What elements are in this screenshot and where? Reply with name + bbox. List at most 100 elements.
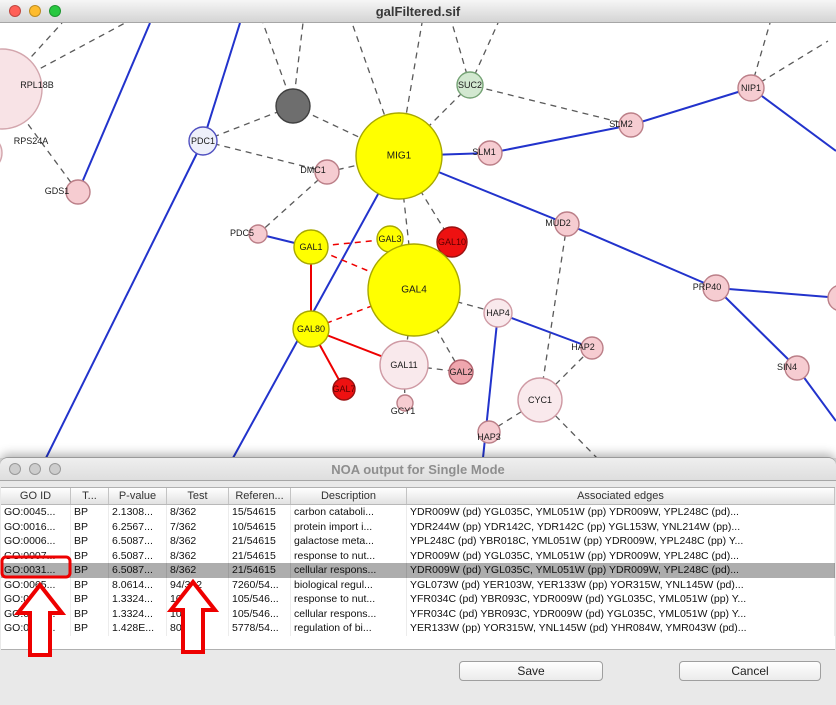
column-header[interactable]: GO ID [1, 488, 71, 504]
node-pdc5[interactable] [248, 224, 268, 244]
edge-blue [630, 87, 752, 126]
node-slm1[interactable] [477, 140, 503, 166]
cell: 7/362 [167, 519, 229, 534]
cell: 6.5087... [109, 563, 167, 578]
column-header[interactable]: Referen... [229, 488, 291, 504]
node-label-mud2: MUD2 [545, 218, 571, 228]
cell: carbon cataboli... [291, 505, 407, 520]
column-header[interactable]: Associated edges [407, 488, 835, 504]
edge-blue [45, 140, 204, 458]
cell: YDR009W (pd) YGL035C, YML051W (pp) YDR00… [407, 548, 835, 563]
cell: cellular respons... [291, 606, 407, 621]
cell: 6.5087... [109, 534, 167, 549]
edge-dash [398, 155, 453, 243]
cancel-button[interactable]: Cancel [679, 661, 821, 681]
network-canvas[interactable]: RPL18BRPS24AGDS1PDC1DMC1MIG1SUC2SLM1SLM2… [0, 23, 836, 458]
minimize-button[interactable] [29, 5, 41, 17]
node-label-gal3: GAL3 [378, 234, 401, 244]
node-gcy1[interactable] [396, 394, 414, 412]
node-gal11[interactable] [379, 340, 429, 390]
node-label-sin4: SIN4 [777, 362, 797, 372]
node-label-gds1: GDS1 [45, 186, 70, 196]
column-header[interactable]: P-value [109, 488, 167, 504]
close-button[interactable] [9, 5, 21, 17]
cell: response to nut... [291, 592, 407, 607]
column-header[interactable]: T... [71, 488, 109, 504]
cell: 10/362 [167, 606, 229, 621]
node-gal10[interactable] [436, 226, 468, 258]
cell: 94/362 [167, 577, 229, 592]
node-cyc1[interactable] [517, 377, 563, 423]
cell: 2.1308... [109, 505, 167, 520]
node-label-mig1: MIG1 [387, 151, 412, 162]
cell: YPL248C (pd) YBR018C, YML051W (pp) YDR00… [407, 534, 835, 549]
close-button[interactable] [9, 463, 21, 475]
network-titlebar[interactable]: galFiltered.sif [0, 0, 836, 23]
node-label-suc2: SUC2 [458, 80, 482, 90]
node-suc2[interactable] [456, 71, 484, 99]
cell: BP [71, 563, 109, 578]
cell: GO:0016... [1, 519, 71, 534]
node-prp40[interactable] [702, 274, 730, 302]
node-slm2[interactable] [618, 112, 644, 138]
node-label-gal7: GAL7 [332, 384, 355, 394]
cell: 8.0614... [109, 577, 167, 592]
node-gal4[interactable] [367, 243, 461, 337]
node-gal7[interactable] [332, 377, 356, 401]
node-label-slm2: SLM2 [609, 119, 633, 129]
node-rps24a[interactable] [0, 135, 3, 171]
node-dmc1[interactable] [314, 159, 340, 185]
node-label-pdc1: PDC1 [191, 136, 215, 146]
node-gds1[interactable] [65, 179, 91, 205]
cell: GO:0019... [1, 621, 71, 636]
cell: galactose meta... [291, 534, 407, 549]
cell: GO:0031... [1, 563, 71, 578]
cell: GO:0031... [1, 606, 71, 621]
node-pdc1[interactable] [188, 126, 218, 156]
node-hap4[interactable] [483, 298, 513, 328]
node-label-pdc5: PDC5 [230, 228, 254, 238]
node-hap2[interactable] [580, 336, 604, 360]
node-label-hap3: HAP3 [477, 432, 501, 442]
cell: 105/546... [229, 606, 291, 621]
node-mig1[interactable] [355, 112, 443, 200]
cell: 1.3324... [109, 606, 167, 621]
node-gal80[interactable] [292, 310, 330, 348]
node-gal1[interactable] [293, 229, 329, 265]
cell: YDR009W (pd) YGL035C, YML051W (pp) YDR00… [407, 563, 835, 578]
zoom-button[interactable] [49, 463, 61, 475]
node-label-rpl18b: RPL18B [20, 80, 54, 90]
node-hap3[interactable] [477, 420, 501, 444]
node-nip1[interactable] [737, 74, 765, 102]
cell: 1.428E... [109, 621, 167, 636]
zoom-button[interactable] [49, 5, 61, 17]
noa-titlebar[interactable]: NOA output for Single Mode [0, 458, 836, 481]
node-sin4[interactable] [784, 355, 810, 381]
node-rpl18b[interactable] [0, 48, 43, 130]
cell: 8/362 [167, 548, 229, 563]
node-label-rps24a: RPS24A [14, 136, 49, 146]
column-header[interactable]: Test [167, 488, 229, 504]
cell: 7260/54... [229, 577, 291, 592]
column-header[interactable]: Description [291, 488, 407, 504]
node-mud2[interactable] [554, 211, 580, 237]
minimize-button[interactable] [29, 463, 41, 475]
node-gal2[interactable] [448, 359, 474, 385]
save-button[interactable]: Save [459, 661, 603, 681]
cell: BP [71, 621, 109, 636]
edge-dash [539, 223, 568, 401]
cell: YGL073W (pd) YER103W, YER133W (pp) YOR31… [407, 577, 835, 592]
node-grayn[interactable] [275, 88, 311, 124]
node-msn[interactable] [827, 285, 836, 311]
cell: 8/362 [167, 563, 229, 578]
